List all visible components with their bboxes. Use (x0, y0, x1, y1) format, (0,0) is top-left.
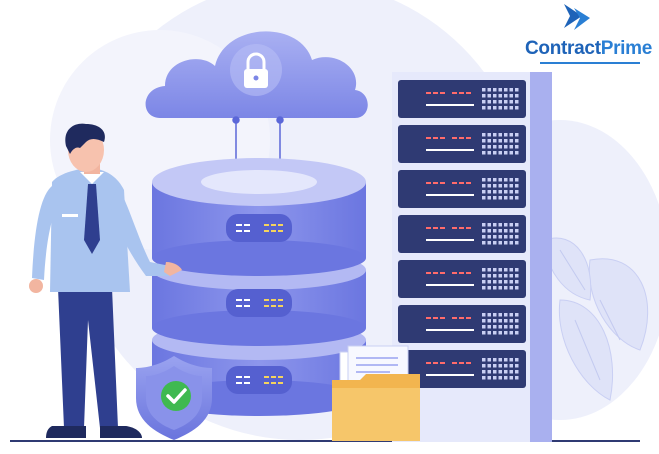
decorative-leaves (544, 237, 649, 401)
brand-name-part1: Contract (525, 38, 601, 59)
businessman (29, 123, 182, 438)
chevron-arrow-logo-icon (564, 4, 590, 30)
server-unit (398, 170, 526, 208)
server-unit (398, 125, 526, 163)
server-units (398, 80, 526, 388)
server-unit (398, 260, 526, 298)
server-unit (398, 215, 526, 253)
folder (332, 345, 420, 441)
server-unit (398, 305, 526, 343)
server-unit (398, 350, 526, 388)
brand-name: ContractPrime (525, 38, 652, 60)
brand-logo[interactable]: ContractPrime (520, 2, 652, 66)
check-icon (161, 381, 191, 411)
brand-name-part2: Prime (600, 38, 653, 59)
brand-underline (540, 62, 640, 64)
server-unit (398, 80, 526, 118)
database-indicators (226, 214, 292, 394)
lock-icon (244, 52, 268, 88)
